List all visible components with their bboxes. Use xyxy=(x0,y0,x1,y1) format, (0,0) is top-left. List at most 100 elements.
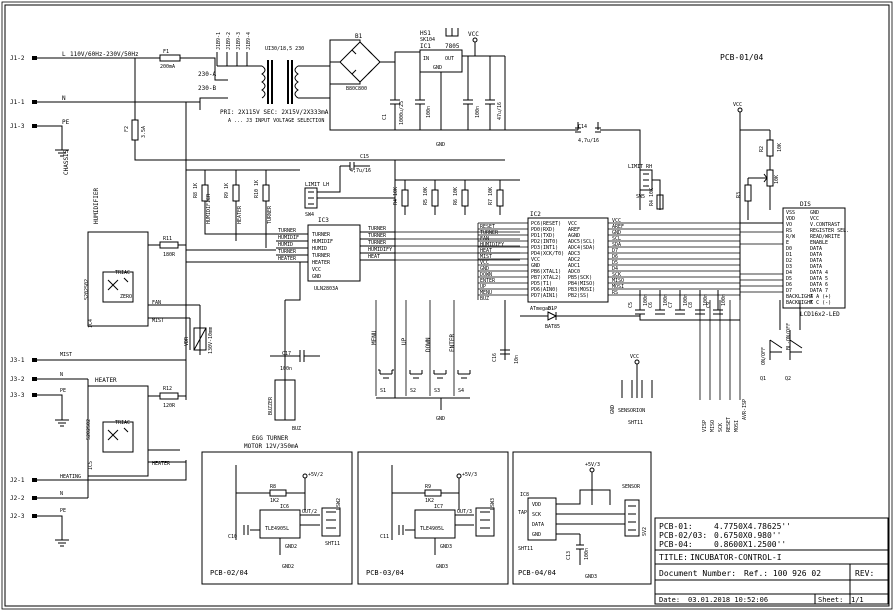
svg-text:AREF: AREF xyxy=(568,227,580,233)
svg-text:100n: 100n xyxy=(280,366,292,372)
switch-q2[interactable]: BL-ON/OFF Q2 xyxy=(785,323,803,382)
svg-text:N: N xyxy=(60,491,63,497)
svg-text:DATA: DATA xyxy=(810,252,822,258)
svg-text:LCD16x2-LED: LCD16x2-LED xyxy=(800,311,840,318)
button-s2[interactable]: S2 xyxy=(409,370,423,394)
f2-label: F2 xyxy=(124,126,130,132)
svg-text:PB3(MOSI): PB3(MOSI) xyxy=(568,287,595,293)
lcd-pins: VSS VDD VO RS R/W E D0 D1 D2 D3 D4 D5 D6… xyxy=(786,210,831,306)
svg-text:ADC4(SDA): ADC4(SDA) xyxy=(568,245,595,251)
svg-text:ENABLE: ENABLE xyxy=(810,240,828,246)
sub-pcb-02: PCB-02/04 +5V/2 R8 1K2 IC6 TLE4905L OUT/… xyxy=(201,451,353,585)
svg-text:HEAT: HEAT xyxy=(368,254,380,260)
n-net: N xyxy=(62,95,66,102)
switch-q1[interactable]: ON/OFF Q1 xyxy=(760,339,783,382)
svg-text:J1B9-4: J1B9-4 xyxy=(246,32,252,50)
title-label: TITLE: xyxy=(659,553,688,562)
f1-label: F1 xyxy=(163,49,169,55)
svg-text:VDD: VDD xyxy=(786,216,795,222)
svg-text:GND3: GND3 xyxy=(440,544,452,550)
svg-text:HEAT: HEAT xyxy=(480,248,492,254)
pcb01-size: 4.7750X4.78625'' xyxy=(714,522,791,531)
svg-text:PE: PE xyxy=(60,508,66,514)
ic2-left-nets: RESET TURNER FAN HUMIDIFY HEAT MIST VCC … xyxy=(477,222,528,302)
pullups: R4 10K R5 10K R6 10K R7 10K xyxy=(393,160,520,398)
svg-text:100n: 100n xyxy=(703,294,709,306)
ic2-left-pins: PC6(RESET) PD0(RXD) PD1(TXD) PD2(INT0) P… xyxy=(531,221,564,299)
svg-text:GND3: GND3 xyxy=(585,574,597,580)
v230b: 230-B xyxy=(198,85,216,92)
svg-text:10K: 10K xyxy=(777,143,783,152)
svg-text:S1: S1 xyxy=(380,388,386,394)
svg-text:R2: R2 xyxy=(759,146,765,152)
svg-text:VISP: VISP xyxy=(702,420,708,432)
isp-section: C5 C6 C7 C8 C9 100n 100n 100n 100n 100n … xyxy=(610,290,803,432)
svg-text:ENTER: ENTER xyxy=(449,334,456,352)
svg-text:BUZ: BUZ xyxy=(292,426,301,432)
svg-text:ADC1: ADC1 xyxy=(568,263,580,269)
svg-text:SENSORION: SENSORION xyxy=(618,408,645,414)
svg-text:130V-10mm: 130V-10mm xyxy=(208,327,214,354)
svg-text:TAP: TAP xyxy=(518,510,527,516)
svg-text:DIS: DIS xyxy=(800,201,811,208)
svg-text:PCB-04/04: PCB-04/04 xyxy=(518,569,556,577)
svg-text:HEATER: HEATER xyxy=(152,461,171,467)
svg-text:R/W: R/W xyxy=(786,234,796,240)
svg-text:100n: 100n xyxy=(663,294,669,306)
svg-text:S202S02: S202S02 xyxy=(84,279,90,300)
date: 03.01.2018 10:52:06 xyxy=(688,596,768,604)
svg-text:PD0(RXD): PD0(RXD) xyxy=(531,227,555,233)
button-s1[interactable]: S1 xyxy=(378,369,394,394)
svg-text:SCK: SCK xyxy=(718,423,724,432)
svg-text:HUMIDIF: HUMIDIF xyxy=(312,239,333,245)
svg-text:R8 1K: R8 1K xyxy=(193,183,199,198)
svg-text:HUMIDIF: HUMIDIF xyxy=(278,235,299,241)
svg-text:C1: C1 xyxy=(382,114,388,120)
svg-text:GND: GND xyxy=(312,274,321,280)
svg-text:+5V/3: +5V/3 xyxy=(585,462,600,468)
svg-text:VCC: VCC xyxy=(612,218,621,224)
transformer: UI30/18,5 230 PRI: 2X115V SEC: 2X15V/2X3… xyxy=(220,46,330,124)
svg-text:R7 10K: R7 10K xyxy=(488,187,494,205)
svg-text:Q2: Q2 xyxy=(785,376,791,382)
svg-text:S3: S3 xyxy=(434,388,440,394)
svg-text:R4 10K: R4 10K xyxy=(649,188,655,206)
button-s3[interactable]: S3 xyxy=(433,370,447,394)
svg-text:MISO: MISO xyxy=(710,420,716,432)
svg-text:ULN2803A: ULN2803A xyxy=(314,286,338,292)
svg-text:HUMID: HUMID xyxy=(312,246,327,252)
svg-text:PCB-02/04: PCB-02/04 xyxy=(210,569,248,577)
svg-text:TURNER: TURNER xyxy=(267,205,273,224)
svg-text:REGISTER SEL.: REGISTER SEL. xyxy=(810,228,849,234)
r12 xyxy=(159,392,179,400)
svg-text:HEATER: HEATER xyxy=(95,377,117,384)
svg-text:J2-2: J2-2 xyxy=(10,495,25,502)
svg-text:RS: RS xyxy=(612,290,618,296)
svg-text:VCC: VCC xyxy=(531,257,540,263)
svg-text:BUZ: BUZ xyxy=(480,296,489,302)
svg-text:PD6(AIN0): PD6(AIN0) xyxy=(531,287,558,293)
lcd-pin-descriptions: GND VCC V.CONTRAST REGISTER SEL. READ/WR… xyxy=(810,210,849,306)
svg-text:D4: D4 xyxy=(612,266,618,272)
svg-text:100n: 100n xyxy=(584,548,590,560)
svg-text:C13: C13 xyxy=(566,551,572,560)
svg-text:J1B9-3: J1B9-3 xyxy=(236,32,242,50)
mains-input: J1-2 J1-1 J1-3 L 110V/60Hz-230V/50Hz N P… xyxy=(10,28,641,250)
j1-3-label: J1-3 xyxy=(10,123,25,130)
svg-text:IC6: IC6 xyxy=(280,504,289,510)
limit-lh: LIMIT LH SW4 xyxy=(304,166,395,218)
svg-text:DATA: DATA xyxy=(810,246,822,252)
svg-text:J3-3: J3-3 xyxy=(10,392,25,399)
mains-voltage: 110V/60Hz-230V/50Hz xyxy=(70,51,139,58)
svg-text:D1: D1 xyxy=(548,306,554,312)
svg-text:IC3: IC3 xyxy=(318,217,329,224)
svg-text:READ/WRITE: READ/WRITE xyxy=(810,234,840,240)
button-s4[interactable]: S4 xyxy=(457,370,471,394)
svg-text:AREF: AREF xyxy=(612,224,624,230)
svg-text:GND3: GND3 xyxy=(436,564,448,570)
svg-text:HUMIDIFIER: HUMIDIFIER xyxy=(206,193,212,224)
svg-text:SW5: SW5 xyxy=(636,194,645,200)
svg-text:TURNER: TURNER xyxy=(368,226,387,232)
svg-text:LIMIT LH: LIMIT LH xyxy=(305,182,329,188)
